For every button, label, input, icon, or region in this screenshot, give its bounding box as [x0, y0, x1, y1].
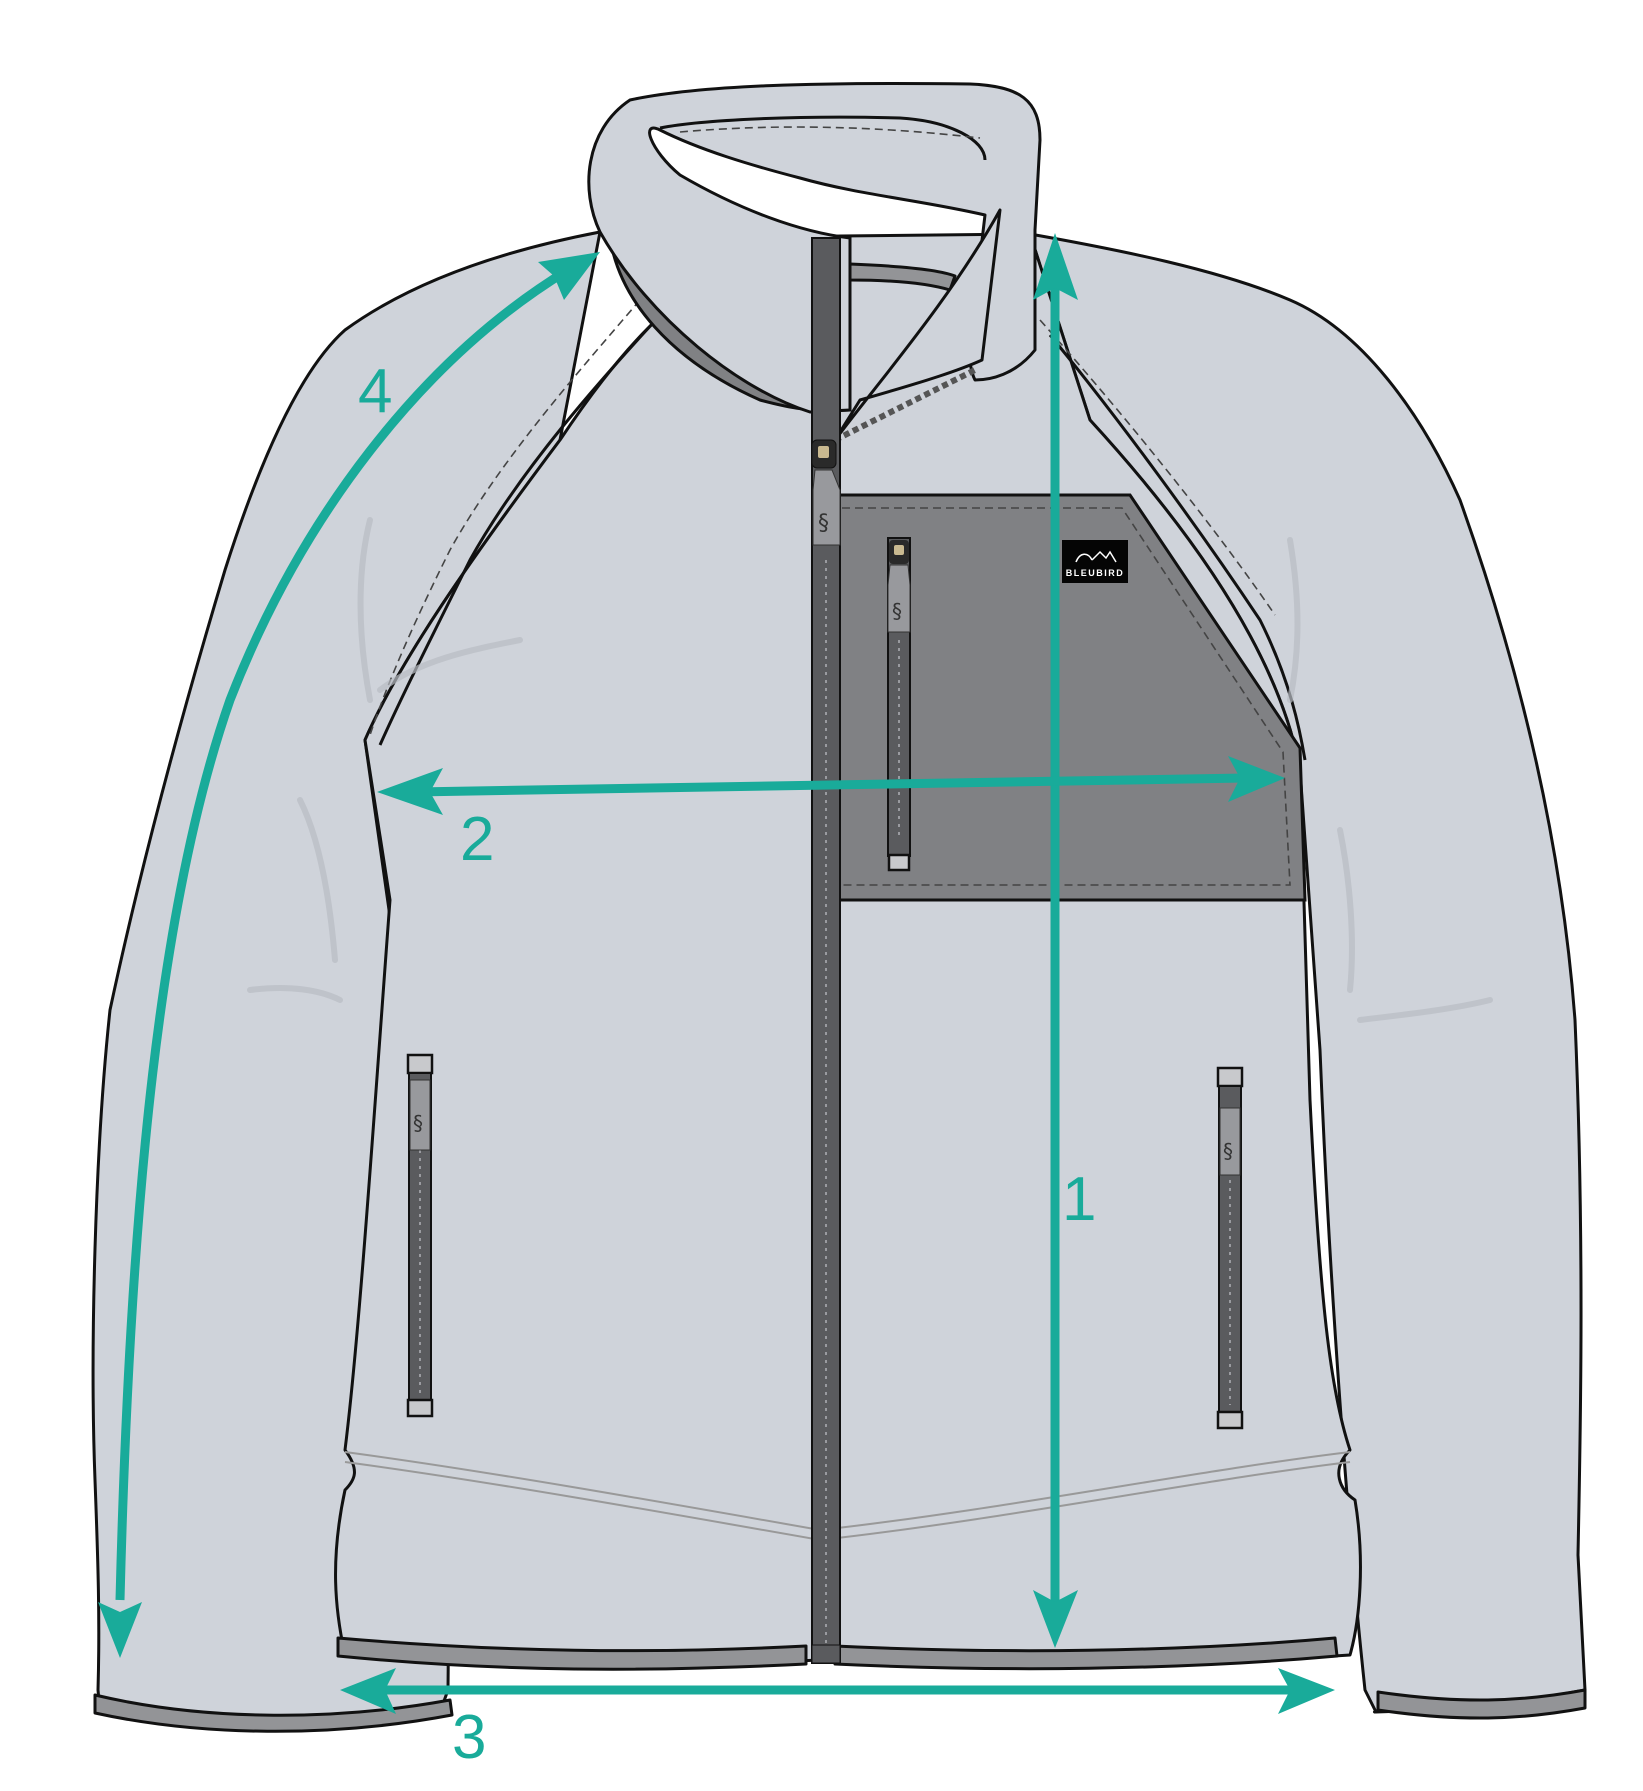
measurement-1-label: 1	[1062, 1165, 1096, 1234]
right-sleeve	[1028, 232, 1587, 1714]
brand-label-text: BLEUBIRD	[1066, 568, 1125, 578]
chest-zip-pull-logo: §	[892, 599, 902, 623]
measurement-4: 4	[98, 252, 600, 1658]
fabric-folds	[247, 517, 1493, 1023]
arrow-head-left-icon	[377, 768, 443, 815]
arrow-head-down-icon	[98, 1602, 142, 1658]
wave-mountain-icon	[1075, 550, 1117, 563]
measurement-2: 2	[377, 756, 1285, 874]
right-pocket-zip-pull	[1219, 1107, 1241, 1176]
measurement-3-label: 3	[452, 1703, 486, 1772]
measurement-4-label: 4	[358, 357, 392, 426]
measurement-3: 3	[340, 1668, 1335, 1772]
left-pocket-zip-pull	[409, 1079, 431, 1151]
arrow-head-right-icon	[1228, 756, 1285, 802]
chest-zip-slider-pin	[894, 545, 904, 555]
measurement-1: 1	[1033, 233, 1096, 1648]
left-raglan-seam	[378, 308, 667, 746]
brand-label: BLEUBIRD	[1062, 540, 1128, 583]
right-pocket-zip-pull-logo: §	[1223, 1139, 1233, 1163]
arrow-head-right-icon	[1278, 1668, 1335, 1714]
arrow-head-up-icon	[1033, 233, 1078, 300]
right-pocket-zip-stop-bottom	[1216, 1410, 1244, 1430]
left-pocket-zip-pull-logo: §	[413, 1111, 423, 1135]
center-zip-bottom-stop	[811, 1644, 841, 1664]
collar-fold-line	[659, 115, 987, 161]
arrow-head-up-right-icon	[538, 252, 600, 300]
left-hem-band	[336, 1636, 808, 1671]
right-raglan-seam	[1048, 334, 1307, 761]
chest-zip-bottom-stop	[887, 853, 911, 872]
chest-panel-stitch	[842, 507, 1291, 886]
chest-zip-pull	[887, 564, 911, 633]
lapel-zip-edge	[833, 367, 977, 443]
right-pocket-zip-stop-top	[1216, 1066, 1244, 1088]
left-cuff	[93, 1693, 454, 1733]
collar-stitch	[679, 126, 981, 139]
center-zip-pull	[812, 469, 841, 546]
center-zip-slider-pin	[818, 446, 829, 458]
right-cuff	[1376, 1688, 1587, 1720]
arrow-head-left-icon	[340, 1668, 396, 1714]
arrow-head-down-icon	[1033, 1590, 1078, 1648]
measurement-2-label: 2	[460, 805, 494, 874]
left-pocket-zip-stop-top	[406, 1053, 434, 1075]
right-raglan-stitch	[1039, 319, 1276, 616]
right-hem-band	[833, 1636, 1339, 1671]
center-zip-pull-logo: §	[818, 511, 829, 536]
left-pocket-zip-stop-bottom	[406, 1398, 434, 1418]
